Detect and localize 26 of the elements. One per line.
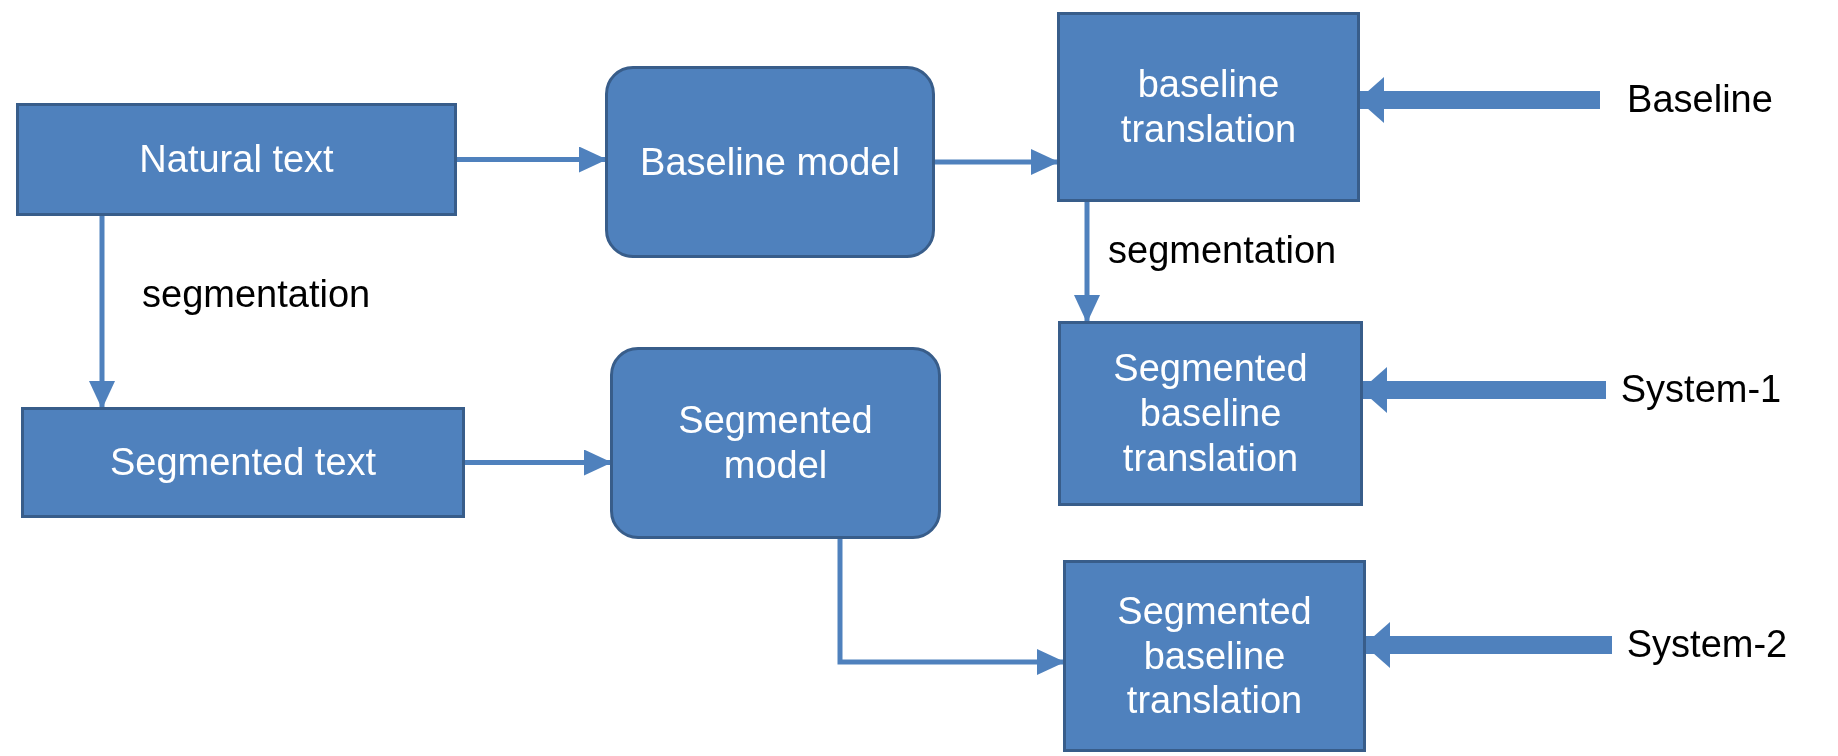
process-box: [1063, 560, 1366, 752]
arrow: [89, 216, 115, 409]
process-box: [16, 103, 457, 216]
box-text: baseline translation: [1119, 62, 1298, 152]
process-box: [1057, 12, 1360, 202]
system-label: Baseline: [1627, 77, 1773, 123]
arrow: [1074, 202, 1100, 323]
system-label: System-1: [1620, 367, 1782, 413]
process-box: [1058, 321, 1363, 506]
box-text: Baseline model: [640, 139, 900, 185]
arrow: [1358, 77, 1600, 123]
model-box: [610, 347, 941, 539]
process-box: [21, 407, 465, 518]
arrow: [465, 449, 612, 476]
arrow: [837, 539, 1065, 675]
arrow: [1361, 367, 1606, 413]
box-text: Natural text: [139, 137, 334, 182]
model-box: [605, 66, 935, 258]
arrow: [457, 146, 607, 173]
box-text: Segmented model: [677, 398, 874, 488]
box-text: Segmented text: [109, 440, 377, 485]
box-text: Segmented baseline translation: [1112, 346, 1309, 481]
system-label: System-2: [1626, 622, 1788, 668]
arrow: [935, 149, 1059, 175]
box-text: Segmented baseline translation: [1116, 588, 1313, 724]
arrow: [1364, 622, 1612, 668]
